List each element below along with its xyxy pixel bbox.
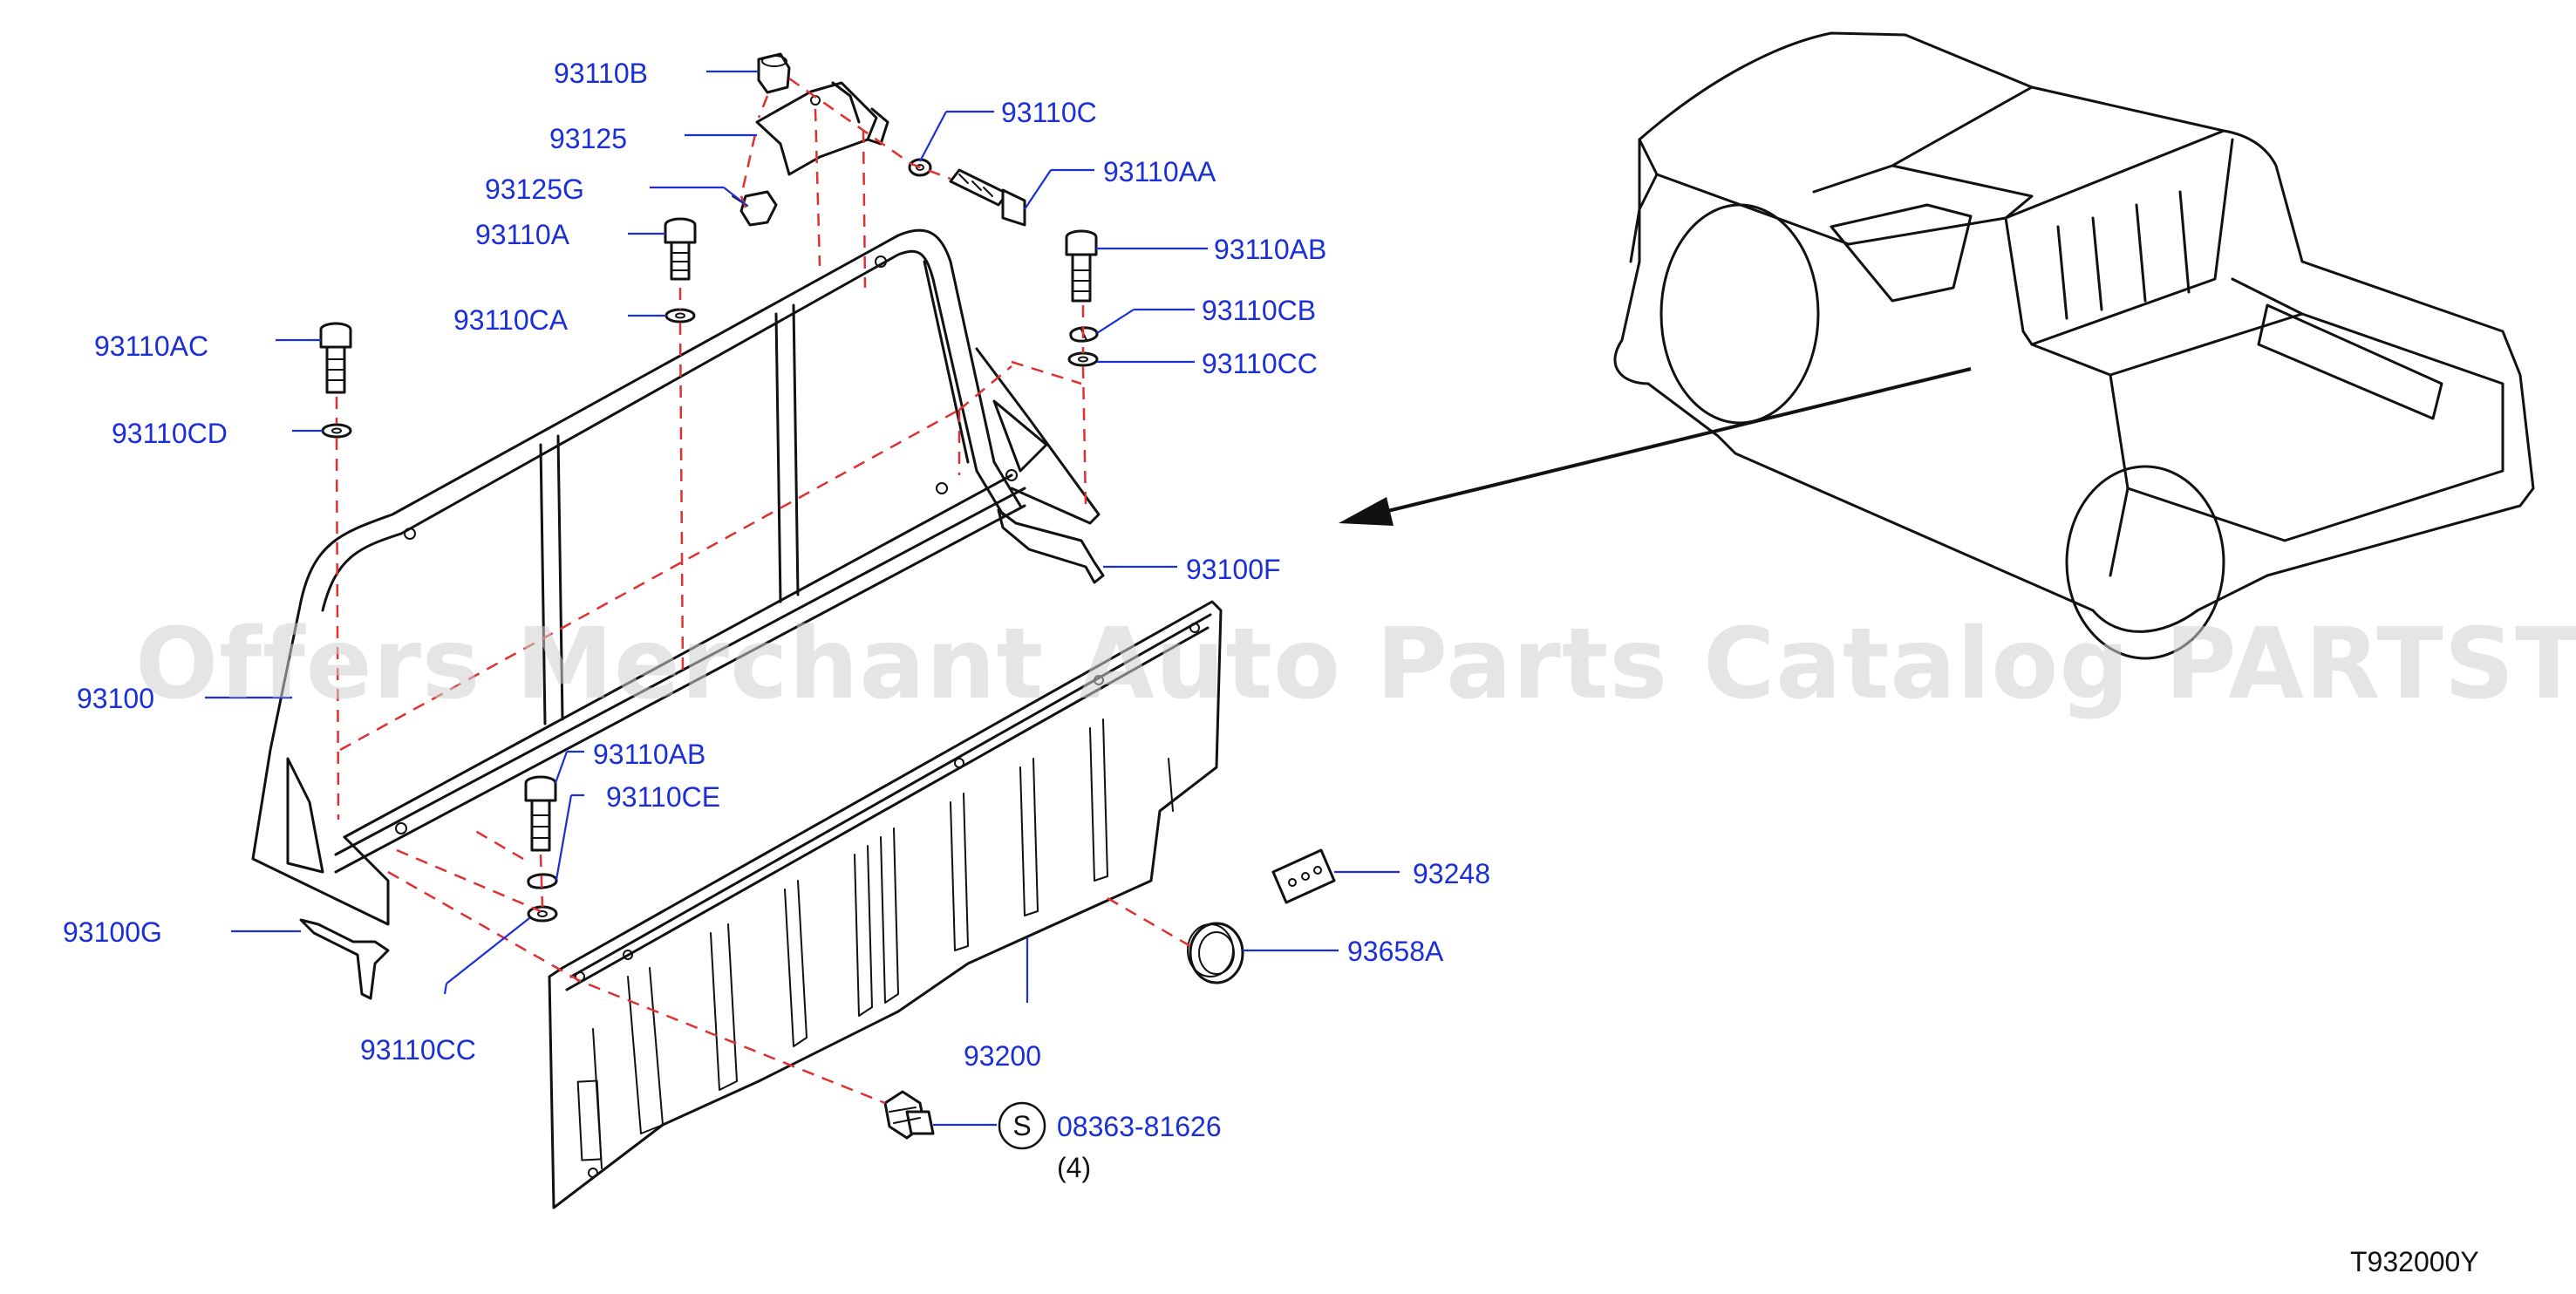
standard-part-letter: S <box>1012 1110 1031 1141</box>
label-93110CA[interactable]: 93110CA <box>453 304 569 336</box>
label-08363-81626[interactable]: 08363-81626 <box>1057 1111 1222 1142</box>
watermark-text: Offers Merchant Auto Parts Catalog PARTS… <box>135 608 2576 721</box>
nut-93110B <box>757 52 791 94</box>
location-arrow <box>1339 367 1972 526</box>
label-93110AC[interactable]: 93110AC <box>94 330 208 362</box>
standard-part-symbol: S <box>998 1101 1046 1150</box>
label-93110A[interactable]: 93110A <box>475 219 570 250</box>
label-93110AA[interactable]: 93110AA <box>1103 156 1216 187</box>
washer-93110CD <box>321 423 352 439</box>
label-93110B[interactable]: 93110B <box>554 58 648 89</box>
bracket-93100F <box>997 508 1105 584</box>
label-93110CB[interactable]: 93110CB <box>1202 295 1316 326</box>
bolt-93110A <box>664 217 697 281</box>
headboard-frame-93100 <box>251 228 1101 926</box>
rear-panel-93200 <box>548 600 1223 1209</box>
label-93110CD[interactable]: 93110CD <box>112 418 228 449</box>
bolt-93110AB-lower <box>524 775 557 852</box>
label-93110C[interactable]: 93110C <box>1001 97 1097 128</box>
grommet-93658A <box>1187 922 1244 984</box>
alignment-lines <box>335 77 1191 1105</box>
washer-93110CA <box>664 308 696 324</box>
bracket-93100G <box>299 918 390 1000</box>
truck-illustration <box>1613 31 2535 660</box>
hinge-bracket-93125 <box>755 81 889 176</box>
label-93100F[interactable]: 93100F <box>1186 554 1281 585</box>
clip-93125G <box>732 190 778 227</box>
label-93110CC-top[interactable]: 93110CC <box>1202 348 1318 379</box>
diagram-code: T932000Y <box>2350 1246 2479 1277</box>
label-93110CC-lower[interactable]: 93110CC <box>360 1034 476 1066</box>
part-labels: 93110B 93125 93110C 93125G 93110AA 93110… <box>63 58 1490 1183</box>
label-93658A[interactable]: 93658A <box>1347 936 1444 967</box>
washer-93110CC-top <box>1067 351 1099 367</box>
label-93248[interactable]: 93248 <box>1413 858 1490 889</box>
bolt-93110AA <box>949 168 1026 227</box>
label-93100[interactable]: 93100 <box>77 683 154 714</box>
label-93125G[interactable]: 93125G <box>485 174 584 205</box>
bolt-93110AC <box>319 322 352 394</box>
label-93100G[interactable]: 93100G <box>63 916 162 948</box>
label-93110CE[interactable]: 93110CE <box>606 781 720 813</box>
bolt-93110AB-top <box>1065 229 1098 303</box>
label-93125[interactable]: 93125 <box>549 123 627 154</box>
label-93110AB-lower[interactable]: 93110AB <box>593 739 705 770</box>
label-93200[interactable]: 93200 <box>964 1040 1041 1072</box>
label-quantity: (4) <box>1057 1152 1091 1183</box>
leader-lines <box>205 70 1400 1127</box>
label-93110AB-top[interactable]: 93110AB <box>1214 234 1326 265</box>
clip-plate-93248 <box>1271 848 1336 904</box>
bolt-08363-81626 <box>883 1090 935 1140</box>
